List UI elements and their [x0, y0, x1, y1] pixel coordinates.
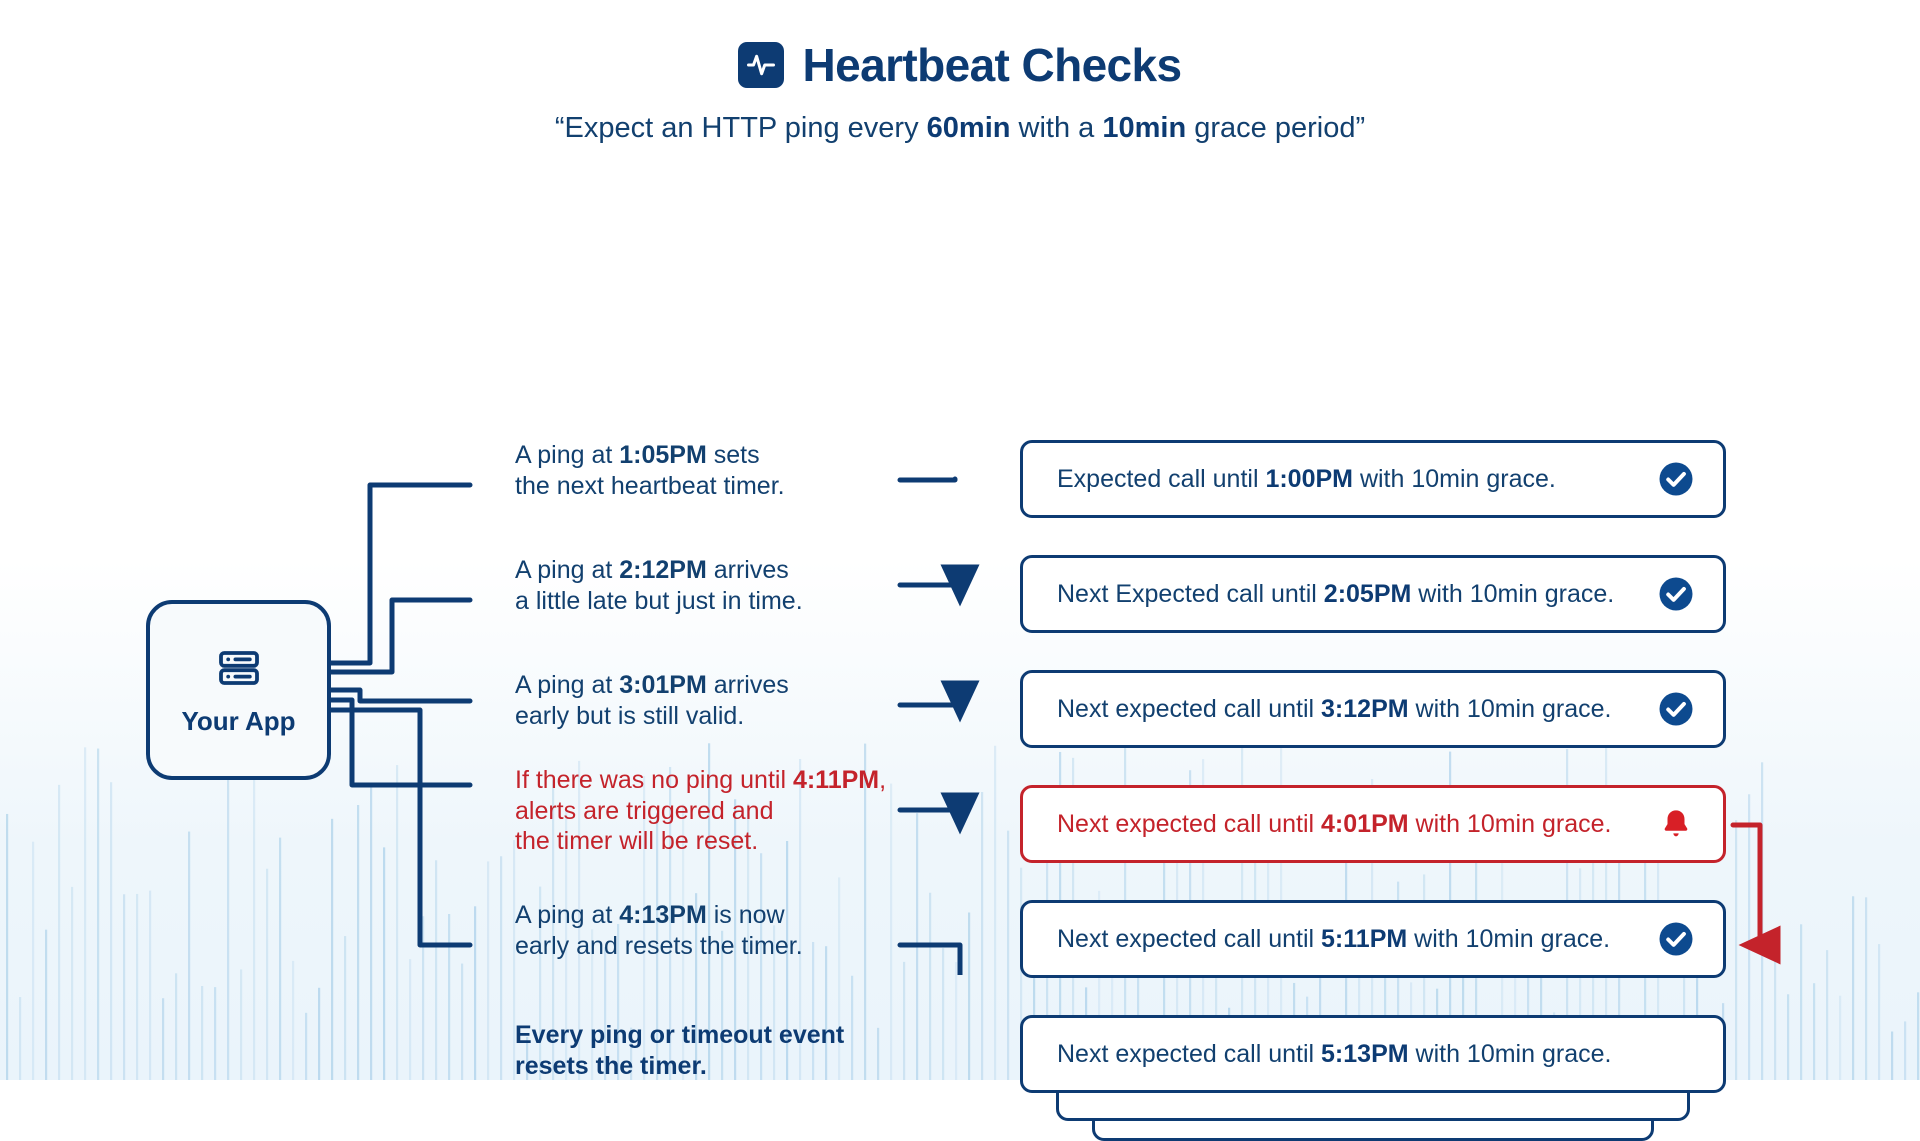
card-4-01pm[interactable]: Next expected call until 4:01PM with 10m… — [1020, 785, 1726, 863]
card-4-01pm-text: Next expected call until 4:01PM with 10m… — [1057, 810, 1657, 839]
note-ping-105-line-2: the next heartbeat timer. — [515, 471, 785, 500]
subtitle-prefix: “Expect an HTTP ping every — [554, 112, 927, 144]
card-1-00pm-text: Expected call until 1:00PM with 10min gr… — [1057, 465, 1657, 494]
note-ping-301-time: 3:01PM — [619, 671, 707, 699]
note-no-ping-411-time: 4:11PM — [792, 766, 880, 794]
note-summary-line-1: Every ping or timeout event — [515, 1020, 925, 1051]
page-title: Heartbeat Checks — [802, 39, 1182, 91]
note-no-ping-411: If there was no ping until 4:11PM,alerts… — [515, 765, 925, 857]
note-ping-301-line-2: early but is still valid. — [515, 701, 745, 730]
page-header: Heartbeat Checks “Expect an HTTP ping ev… — [0, 0, 1920, 145]
card-5-13pm[interactable]: Next expected call until 5:13PM with 10m… — [1020, 1015, 1726, 1093]
card-1-00pm-time: 1:00PM — [1265, 464, 1353, 493]
note-summary-line-2: resets the timer. — [515, 1051, 707, 1080]
app-node-label: Your App — [181, 705, 296, 736]
card-3-12pm-prefix: Next expected call until — [1057, 694, 1322, 723]
note-ping-413-time: 4:13PM — [619, 901, 707, 929]
note-ping-413-prefix: A ping at — [515, 901, 620, 929]
note-ping-212-prefix: A ping at — [515, 556, 620, 584]
check-circle-icon — [1657, 575, 1695, 613]
note-ping-105-time: 1:05PM — [619, 441, 707, 469]
subtitle-middle: with a — [1010, 112, 1103, 144]
card-5-13pm-text: Next expected call until 5:13PM with 10m… — [1057, 1040, 1657, 1069]
subtitle-period-value: 60min — [926, 112, 1011, 144]
app-node[interactable]: Your App — [146, 600, 331, 780]
note-ping-212-suffix: arrives — [706, 556, 789, 584]
card-3-12pm-text: Next expected call until 3:12PM with 10m… — [1057, 695, 1657, 724]
card-5-11pm-time: 5:11PM — [1321, 924, 1408, 953]
heartbeat-pulse-icon — [738, 42, 785, 88]
note-ping-212-time: 2:12PM — [619, 556, 707, 584]
note-no-ping-411-line-3: the timer will be reset. — [515, 827, 759, 855]
server-icon — [215, 644, 263, 692]
note-ping-105-prefix: A ping at — [515, 441, 620, 469]
card-3-12pm-suffix: with 10min grace. — [1408, 694, 1612, 723]
note-no-ping-411-prefix: If there was no ping until — [515, 766, 793, 794]
note-ping-301-suffix: arrives — [706, 671, 789, 699]
subtitle-suffix: grace period” — [1186, 112, 1366, 144]
note-ping-212-line-2: a little late but just in time. — [515, 586, 803, 615]
no-status-icon — [1657, 1035, 1695, 1073]
card-2-05pm[interactable]: Next Expected call until 2:05PM with 10m… — [1020, 555, 1726, 633]
card-5-11pm-prefix: Next expected call until — [1057, 924, 1322, 953]
note-no-ping-411-suffix: , — [879, 766, 887, 794]
card-5-11pm-text: Next expected call until 5:11PM with 10m… — [1057, 925, 1657, 954]
page-subtitle: “Expect an HTTP ping every 60min with a … — [0, 112, 1920, 145]
note-ping-301-line-1: A ping at 3:01PM arrives — [515, 670, 925, 701]
card-1-00pm-prefix: Expected call until — [1057, 464, 1266, 493]
note-ping-105-line-1: A ping at 1:05PM sets — [515, 440, 925, 471]
note-no-ping-411-line-1: If there was no ping until 4:11PM, — [515, 765, 925, 796]
note-ping-413-line-1: A ping at 4:13PM is now — [515, 900, 925, 931]
card-5-13pm-time: 5:13PM — [1321, 1039, 1409, 1068]
note-ping-301-prefix: A ping at — [515, 671, 620, 699]
card-5-13pm-prefix: Next expected call until — [1057, 1039, 1322, 1068]
card-2-05pm-suffix: with 10min grace. — [1411, 579, 1615, 608]
note-no-ping-411-line-2: alerts are triggered and — [515, 796, 774, 825]
card-2-05pm-time: 2:05PM — [1323, 579, 1412, 608]
note-summary-prefix: Every ping or timeout event — [515, 1021, 845, 1049]
note-ping-212-line-1: A ping at 2:12PM arrives — [515, 555, 925, 586]
note-ping-413-line-2: early and resets the timer. — [515, 931, 803, 960]
card-3-12pm[interactable]: Next expected call until 3:12PM with 10m… — [1020, 670, 1726, 748]
card-5-11pm[interactable]: Next expected call until 5:11PM with 10m… — [1020, 900, 1726, 978]
card-1-00pm[interactable]: Expected call until 1:00PM with 10min gr… — [1020, 440, 1726, 518]
check-circle-icon — [1657, 460, 1695, 498]
card-2-05pm-text: Next Expected call until 2:05PM with 10m… — [1057, 580, 1657, 609]
subtitle-grace-value: 10min — [1102, 112, 1187, 144]
card-1-00pm-suffix: with 10min grace. — [1353, 464, 1556, 493]
check-circle-icon — [1657, 690, 1695, 728]
card-5-11pm-suffix: with 10min grace. — [1407, 924, 1611, 953]
check-circle-icon — [1657, 920, 1695, 958]
title-row: Heartbeat Checks — [0, 42, 1920, 88]
card-2-05pm-prefix: Next Expected call until — [1057, 579, 1324, 608]
bell-icon — [1657, 805, 1695, 843]
card-4-01pm-time: 4:01PM — [1321, 809, 1409, 838]
card-5-13pm-suffix: with 10min grace. — [1408, 1039, 1612, 1068]
note-ping-413-suffix: is now — [706, 901, 785, 929]
note-ping-105-suffix: sets — [706, 441, 760, 469]
card-4-01pm-suffix: with 10min grace. — [1408, 809, 1612, 838]
card-3-12pm-time: 3:12PM — [1321, 694, 1409, 723]
card-4-01pm-prefix: Next expected call until — [1057, 809, 1322, 838]
